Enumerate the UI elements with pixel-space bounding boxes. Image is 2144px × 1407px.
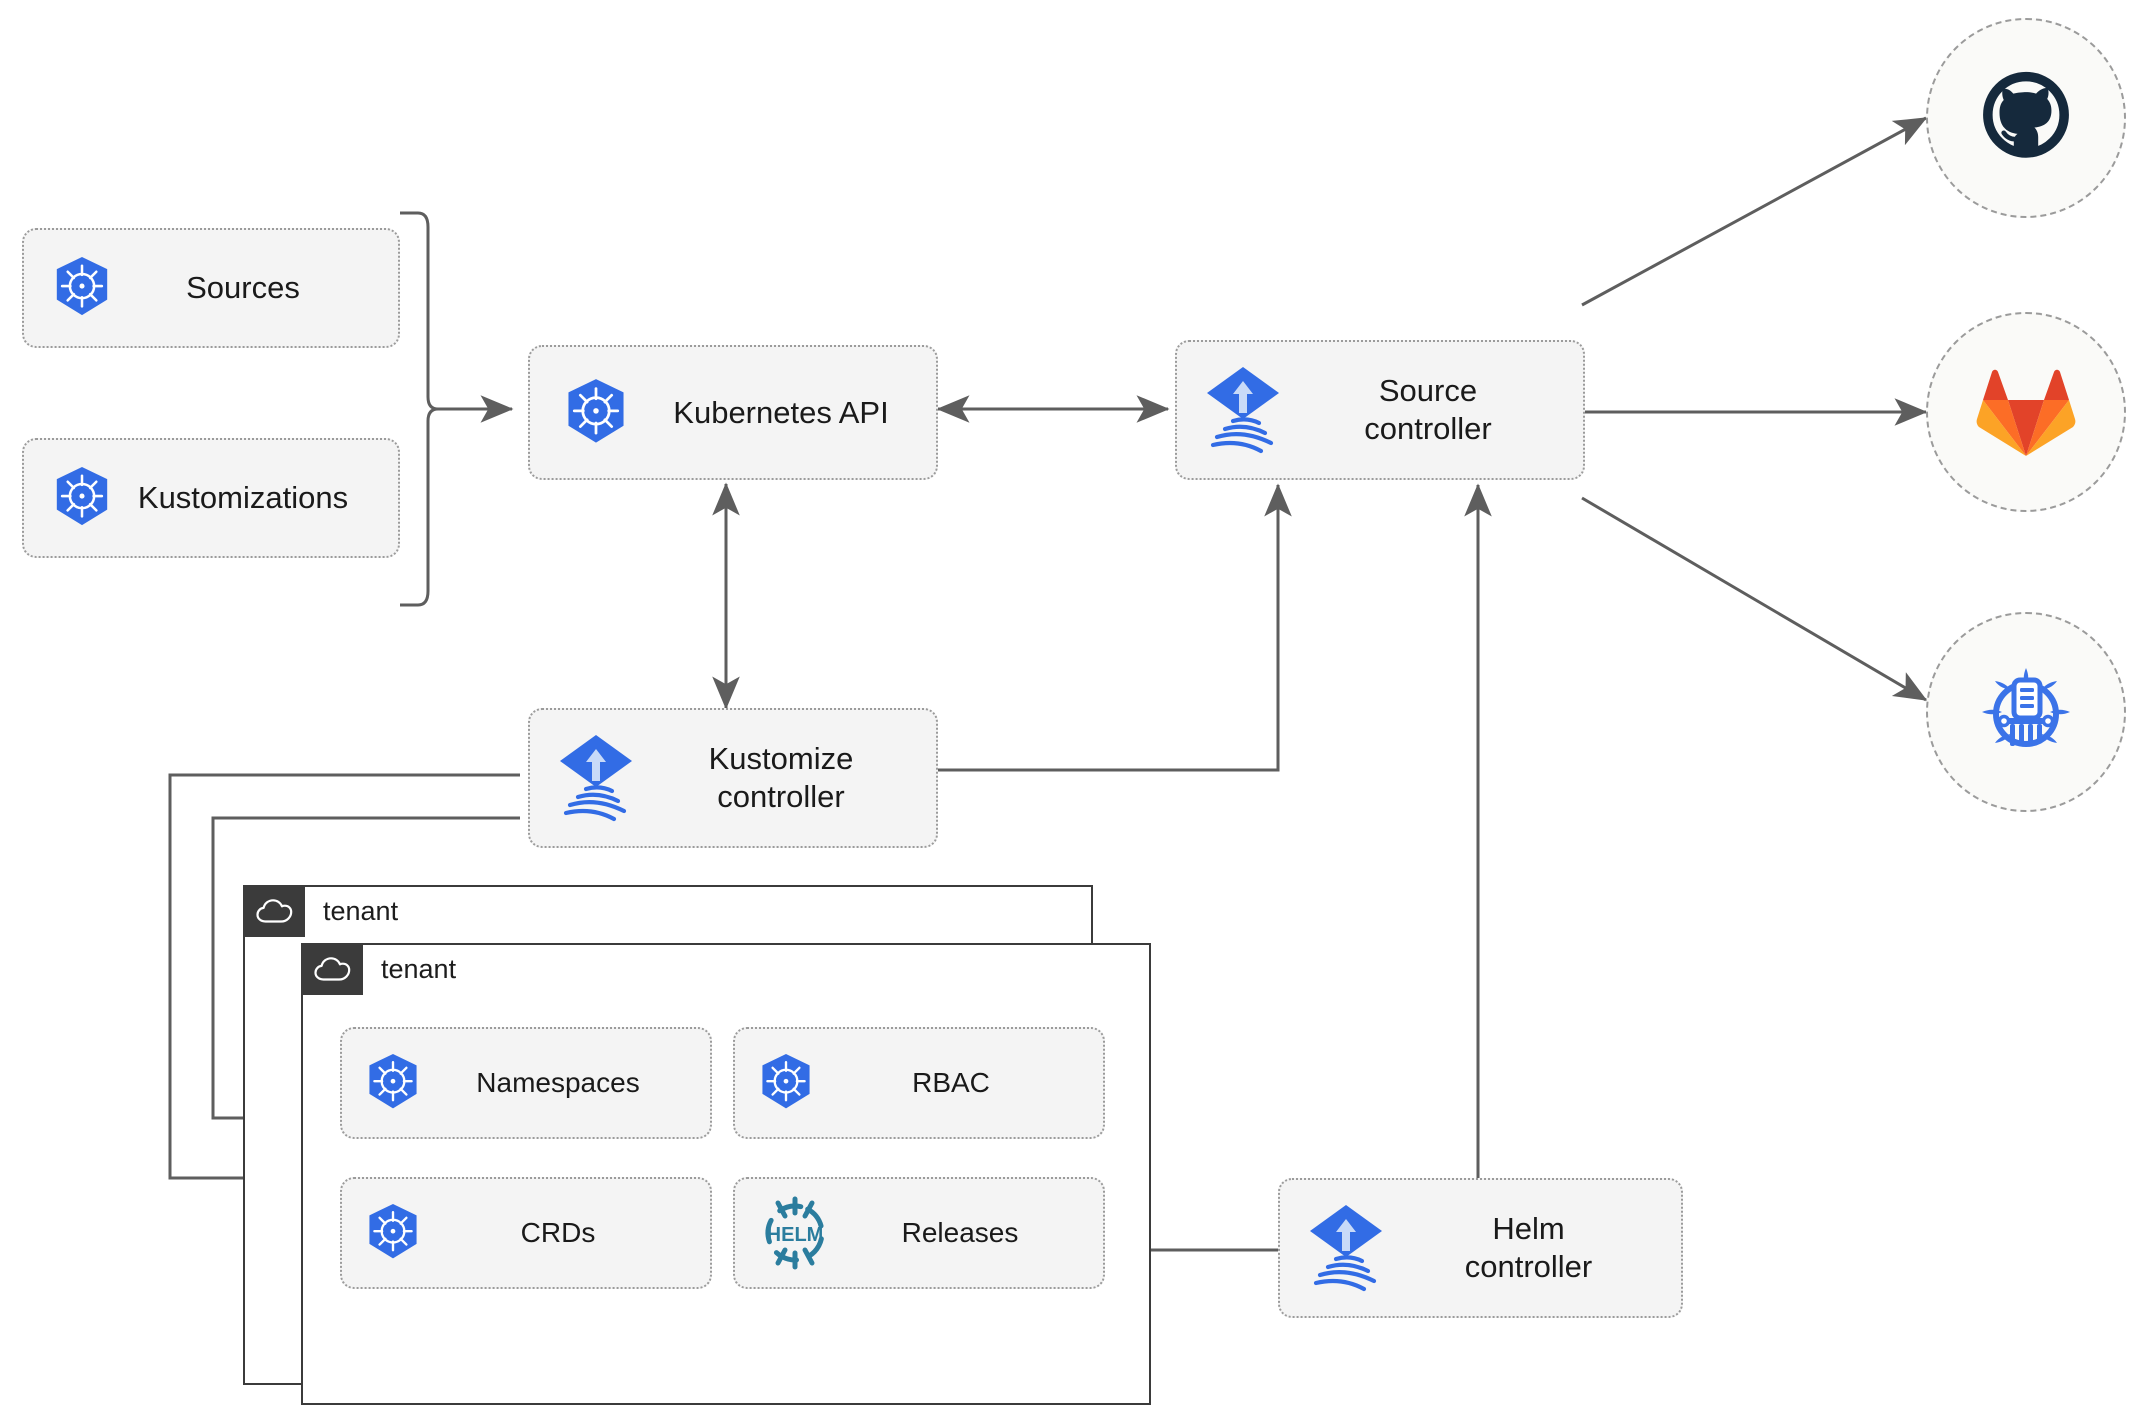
flux-icon (1195, 363, 1291, 457)
kubernetes-icon (356, 1052, 430, 1114)
node-kustomize-controller-label: Kustomize controller (708, 741, 854, 814)
flux-icon-glyph (560, 735, 632, 822)
node-kustomize-controller[interactable]: Kustomize controller (528, 708, 938, 848)
helm-repository-icon (1982, 668, 2070, 747)
node-rbac-label: RBAC (912, 1066, 990, 1098)
node-crds-label: CRDs (520, 1216, 596, 1248)
flux-icon (1298, 1201, 1394, 1295)
kubernetes-icon (749, 1052, 823, 1114)
node-kustomizations[interactable]: Kustomizations (22, 438, 400, 558)
kubernetes-icon-glyph (369, 1054, 417, 1109)
tenant-container-front: tenant (301, 943, 1151, 1405)
node-kubernetes-api[interactable]: Kubernetes API (528, 345, 938, 480)
node-helm-controller-label: Helm controller (1464, 1211, 1593, 1284)
gitlab-icon (1976, 369, 2076, 456)
flux-icon-glyph (1207, 367, 1279, 454)
node-crds[interactable]: CRDs (340, 1177, 712, 1289)
kubernetes-icon-glyph (369, 1204, 417, 1259)
node-kubernetes-api-label: Kubernetes API (673, 394, 889, 430)
edge-source-bucket (1581, 496, 1928, 702)
kubernetes-icon (548, 377, 644, 449)
kubernetes-icon-glyph (56, 467, 108, 526)
kubernetes-icon (44, 465, 120, 531)
tenant-header-back: tenant (243, 885, 398, 937)
tenant-header-front: tenant (301, 943, 456, 995)
node-namespaces[interactable]: Namespaces (340, 1027, 712, 1139)
edge-kustomize-source (938, 483, 1292, 772)
helm-icon-glyph: HELM (765, 1196, 825, 1270)
tenant-label-front: tenant (381, 953, 457, 984)
flux-icon (548, 731, 644, 825)
kubernetes-icon-glyph (56, 257, 108, 316)
node-sources[interactable]: Sources (22, 228, 400, 348)
node-kustomizations-label: Kustomizations (137, 480, 349, 516)
node-rbac[interactable]: RBAC (733, 1027, 1105, 1139)
tenant-label-back: tenant (323, 895, 399, 926)
node-namespaces-label: Namespaces (476, 1066, 640, 1098)
node-releases[interactable]: HELM Releases (733, 1177, 1105, 1289)
node-helm-controller[interactable]: Helm controller (1278, 1178, 1683, 1318)
cloud-icon-glyph (256, 899, 293, 923)
github-icon (1983, 71, 2069, 158)
node-source-controller[interactable]: Source controller (1175, 340, 1585, 480)
edge-brace (400, 211, 439, 607)
kubernetes-icon (44, 255, 120, 321)
edge-source-github (1581, 116, 1928, 307)
flux-icon-glyph (1310, 1205, 1382, 1292)
kubernetes-icon-glyph (762, 1054, 810, 1109)
cloud-icon (301, 943, 363, 995)
cloud-icon (243, 885, 305, 937)
helm-icon: HELM (749, 1189, 841, 1277)
node-sources-label: Sources (186, 270, 300, 306)
node-source-controller-label: Source controller (1364, 373, 1492, 446)
external-helm-repository[interactable] (1926, 612, 2126, 812)
node-releases-label: Releases (901, 1216, 1019, 1248)
external-gitlab[interactable] (1926, 312, 2126, 512)
kubernetes-icon-glyph (568, 378, 624, 443)
external-github[interactable] (1926, 18, 2126, 218)
kubernetes-icon (356, 1202, 430, 1264)
cloud-icon-glyph (314, 957, 351, 981)
helm-wordmark: HELM (767, 1224, 824, 1246)
